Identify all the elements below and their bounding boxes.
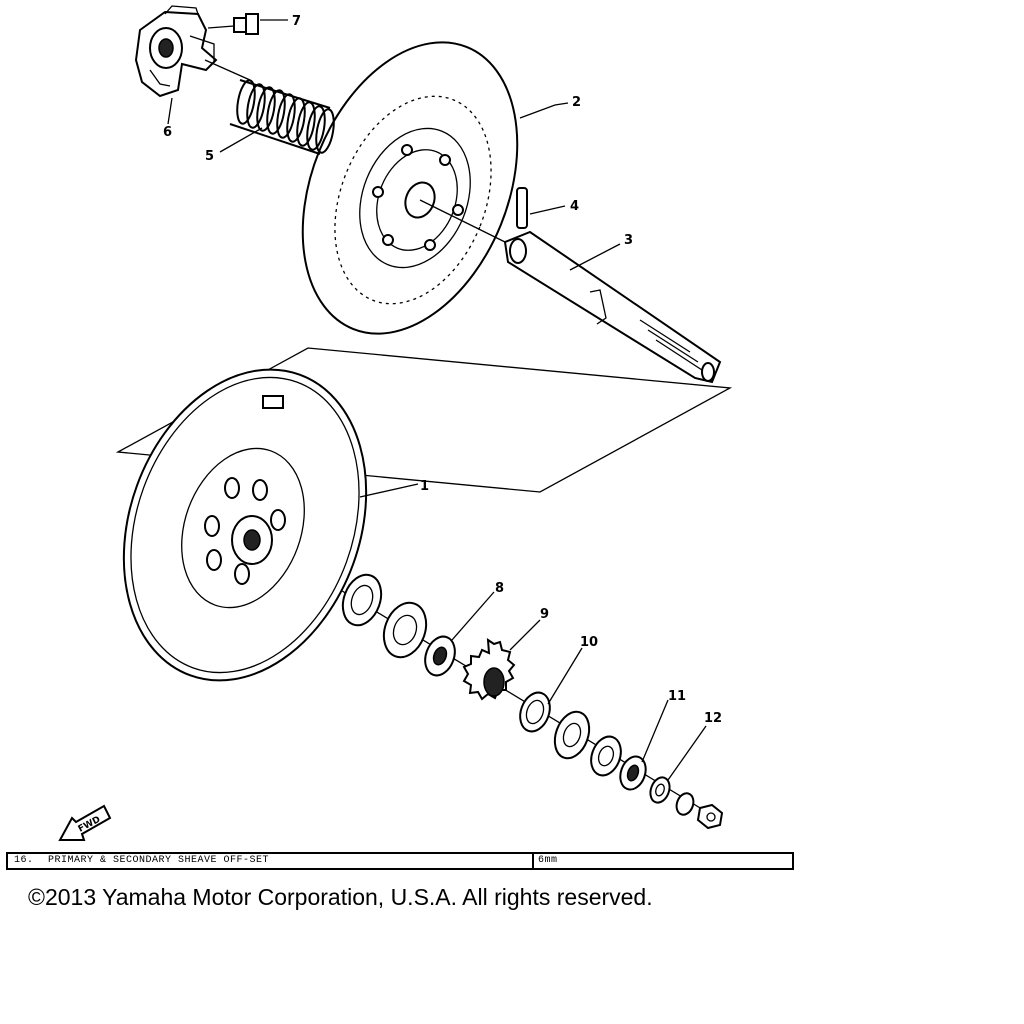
figure-number: 16. (14, 855, 34, 866)
lower-bearing-stack (341, 573, 428, 659)
axis-line-upper (204, 59, 506, 243)
part-4-pin (516, 187, 528, 229)
part-10-collar (519, 691, 551, 733)
callout-11: 11 (668, 689, 686, 704)
part-6-spring-seat (134, 5, 218, 98)
part-9-sprocket (462, 638, 516, 701)
part-12-washer (649, 776, 671, 804)
part-5-spring (229, 79, 335, 155)
lower-bearing-stack-2 (553, 710, 622, 777)
callout-labels: 7 2 4 3 5 6 1 8 9 10 11 12 (163, 14, 722, 726)
copyright-notice: ©2013 Yamaha Motor Corporation, U.S.A. A… (28, 884, 653, 910)
diagram-title-bar: 16. PRIMARY & SECONDARY SHEAVE OFF-SET 6… (6, 852, 794, 870)
leader-lines (167, 19, 707, 781)
callout-7: 7 (292, 14, 301, 29)
part-3-shaft (503, 230, 722, 384)
callout-2: 2 (572, 95, 581, 110)
callout-5: 5 (205, 149, 214, 164)
part-11-bearing (619, 755, 647, 791)
part-8-bearing (424, 635, 456, 677)
callout-10: 10 (580, 635, 598, 650)
title-cell: 16. PRIMARY & SECONDARY SHEAVE OFF-SET (8, 854, 534, 868)
lower-nut (675, 792, 724, 830)
figure-note: 6mm (538, 855, 558, 866)
callout-6: 6 (163, 125, 172, 140)
fwd-arrow-icon: FWD (58, 804, 112, 841)
part-7-weight (207, 13, 259, 35)
callout-12: 12 (704, 711, 722, 726)
part-2-fixed-sheave (301, 41, 519, 335)
part-1-sliding-sheave (122, 368, 368, 682)
callout-8: 8 (495, 581, 504, 596)
callout-9: 9 (540, 607, 549, 622)
figure-title: PRIMARY & SECONDARY SHEAVE OFF-SET (48, 855, 270, 866)
callout-4: 4 (570, 199, 579, 214)
callout-3: 3 (624, 233, 633, 248)
callout-1: 1 (420, 479, 429, 494)
